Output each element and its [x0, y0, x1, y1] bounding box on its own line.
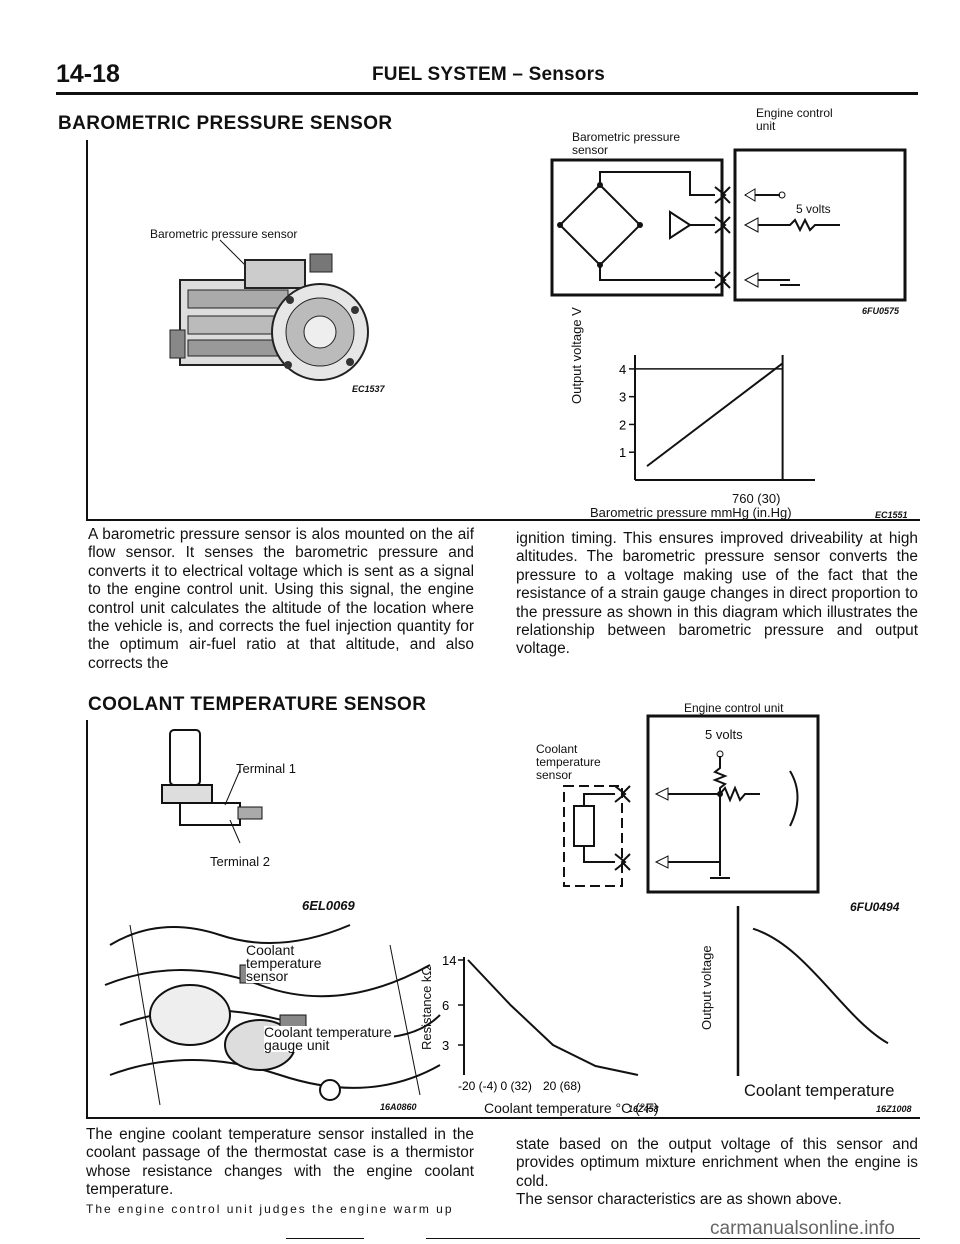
coolant-terminal2: Terminal 2: [210, 854, 270, 869]
coolant-text-left: The engine coolant temperature sensor in…: [86, 1126, 474, 1218]
out-series-line: [752, 927, 889, 1045]
out-graph-ylabel: Output voltage: [699, 945, 714, 1030]
coolant-bracket-left: [86, 720, 88, 1118]
coolant-text-right: state based on the output voltage of thi…: [516, 1136, 918, 1210]
baro-graph-ylabel: Output voltage V: [569, 307, 584, 404]
section-rule-barometric: [86, 519, 920, 521]
engine-bay-illustration: [104, 924, 441, 1106]
baro-graph-code: EC1551: [875, 510, 908, 520]
baro-graph-xlabel: Barometric pressure mmHg (in.Hg): [590, 505, 792, 520]
res-y-tick-label: 6: [442, 998, 449, 1013]
coolant-text-left-last: The engine control unit judges the engin…: [86, 1201, 454, 1216]
res-y-tick-label: 14: [442, 953, 456, 968]
coolant-circuit-diagram: [563, 714, 820, 894]
res-series-line: [467, 959, 639, 1076]
res-graph-xlabel: Coolant temperature °C (°F): [484, 1100, 659, 1116]
baro-photo-label: Barometric pressure sensor: [150, 227, 298, 241]
baro-circuit-diagram: [550, 148, 907, 302]
res-x-tick-label: 20 (68): [543, 1079, 581, 1093]
coolant-sensor-illustration: [161, 729, 263, 844]
engine-code: 16A0860: [380, 1102, 417, 1112]
section-bracket-left: [86, 140, 88, 520]
engine-label-gauge-unit: Coolant temperature gauge unit: [264, 1025, 394, 1052]
coolant-circuit-sensor-label: Coolant temperature sensor: [536, 742, 601, 782]
baro-circuit-code: 6FU0575: [862, 306, 900, 316]
out-graph: [736, 906, 889, 1076]
baro-photo-code: EC1537: [352, 384, 385, 394]
baro-circuit-sensor-label: Barometric pressure sensor: [572, 130, 681, 157]
section-title-barometric: BAROMETRIC PRESSURE SENSOR: [58, 113, 393, 134]
page-header-title: FUEL SYSTEM – Sensors: [372, 64, 605, 85]
baro-series-line: [646, 362, 784, 467]
baro-circuit-volts: 5 volts: [796, 202, 831, 216]
baro-circuit-ecu-label: Engine control unit: [756, 106, 833, 133]
footer-rule-right: [426, 1238, 920, 1239]
coolant-circuit-code: 6FU0494: [850, 900, 900, 914]
baro-y-tick-label: 2: [619, 417, 626, 432]
coolant-terminal1: Terminal 1: [236, 761, 296, 776]
res-graph-code: 16Z458: [628, 1104, 659, 1114]
coolant-text-right-last: The sensor characteristics are as shown …: [516, 1191, 842, 1209]
barometric-sensor-illustration: [169, 239, 369, 381]
engine-label-coolant-sensor: Coolant temperature sensor: [246, 943, 356, 983]
baro-y-tick-label: 3: [619, 390, 626, 405]
section-rule-coolant: [86, 1117, 920, 1119]
watermark: carmanualsonline.info: [710, 1218, 895, 1239]
baro-graph-xtick: 760 (30): [732, 491, 781, 506]
res-graph-ylabel: Resistance kΩ: [419, 965, 434, 1050]
page-number: 14-18: [56, 60, 120, 88]
baro-y-tick-label: 1: [619, 445, 626, 460]
section-title-coolant: COOLANT TEMPERATURE SENSOR: [88, 694, 427, 715]
header-rule: [56, 92, 918, 95]
baro-text-left: A barometric pressure sensor is alos mou…: [88, 526, 474, 672]
baro-y-tick-label: 4: [619, 362, 626, 377]
baro-graph: 1 2 3 4: [619, 355, 815, 481]
baro-text-right: ignition timing. This ensures improved d…: [516, 530, 918, 658]
coolant-text-right-para: state based on the output voltage of thi…: [516, 1136, 918, 1190]
out-graph-code: 16Z1008: [876, 1104, 912, 1114]
res-x-tick-label: 0 (32): [501, 1079, 532, 1093]
coolant-sensor-code: 6EL0069: [302, 898, 355, 913]
coolant-circuit-volts: 5 volts: [705, 727, 743, 742]
coolant-circuit-ecu-label: Engine control unit: [684, 701, 784, 715]
res-graph: 14 6 3 -20 (-4) 0 (32) 20 (68): [442, 953, 639, 1093]
res-x-tick-label: -20 (-4): [458, 1079, 497, 1093]
coolant-text-left-para: The engine coolant temperature sensor in…: [86, 1126, 474, 1199]
out-graph-xlabel: Coolant temperature: [744, 1082, 895, 1100]
res-y-tick-label: 3: [442, 1038, 449, 1053]
footer-rule-left: [286, 1238, 364, 1239]
